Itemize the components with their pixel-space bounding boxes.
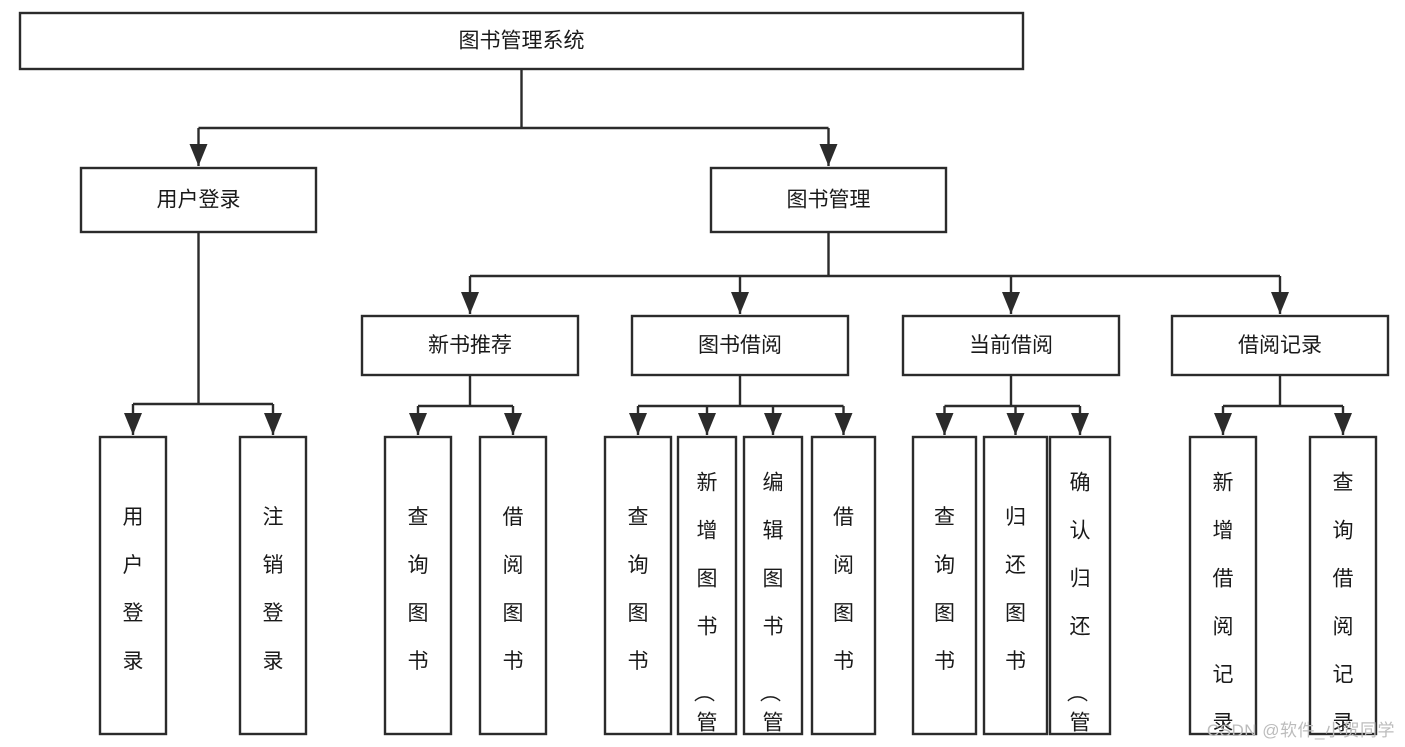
label-layer: 图书管理系统用户登录图书管理新书推荐图书借阅当前借阅借阅记录用户登录注销登录查询… bbox=[123, 30, 1354, 747]
node-label-leaf-borrow-book-1: 借阅图书 bbox=[503, 506, 524, 673]
node-box-borrow-record[interactable] bbox=[1170, 314, 1390, 377]
arrow-head-icon-leaf-borrow-book-2 bbox=[834, 413, 853, 435]
arrow-head-icon-user-login bbox=[189, 144, 208, 166]
node-label-leaf-query-book-3: 查询图书 bbox=[934, 506, 955, 673]
connector-layer bbox=[124, 69, 1352, 435]
arrow-head-icon-leaf-edit-book bbox=[764, 413, 782, 435]
node-box-leaf-query-record[interactable] bbox=[1308, 435, 1378, 736]
node-label-book-manage: 图书管理 bbox=[787, 189, 871, 212]
arrow-head-icon-book-manage bbox=[819, 144, 838, 166]
node-label-current-borrow: 当前借阅 bbox=[969, 334, 1053, 357]
arrow-head-icon-leaf-return-book bbox=[1006, 413, 1025, 435]
node-box-leaf-query-book-3[interactable] bbox=[911, 435, 978, 736]
node-box-leaf-confirm-return[interactable] bbox=[1048, 435, 1112, 736]
node-box-user-login[interactable] bbox=[79, 166, 318, 234]
arrow-head-icon-leaf-logout bbox=[264, 413, 282, 435]
node-box-leaf-query-book-1[interactable] bbox=[383, 435, 453, 736]
arrow-head-icon-leaf-add-book bbox=[698, 413, 716, 435]
node-label-leaf-edit-book: 编辑图书（管理员） bbox=[758, 472, 784, 747]
arrow-head-icon-leaf-add-record bbox=[1214, 413, 1232, 435]
node-box-leaf-user-login[interactable] bbox=[98, 435, 168, 736]
node-label-leaf-user-login: 用户登录 bbox=[123, 506, 144, 673]
node-box-leaf-edit-book[interactable] bbox=[742, 435, 804, 736]
node-box-book-manage[interactable] bbox=[709, 166, 948, 234]
node-label-leaf-query-record: 查询借阅记录 bbox=[1333, 472, 1354, 735]
node-label-leaf-add-book: 新增图书（管理员） bbox=[692, 472, 718, 747]
node-box-leaf-query-book-2[interactable] bbox=[603, 435, 673, 736]
node-box-leaf-borrow-book-1[interactable] bbox=[478, 435, 548, 736]
node-layer bbox=[18, 11, 1390, 736]
arrow-head-icon-leaf-user-login bbox=[124, 413, 142, 435]
node-box-leaf-logout[interactable] bbox=[238, 435, 308, 736]
node-label-leaf-query-book-1: 查询图书 bbox=[408, 506, 429, 673]
node-label-leaf-return-book: 归还图书 bbox=[1005, 506, 1026, 673]
arrow-head-icon-leaf-query-book-2 bbox=[629, 413, 647, 435]
arrow-head-icon-leaf-query-record bbox=[1334, 413, 1352, 435]
node-label-new-book-rec: 新书推荐 bbox=[428, 334, 512, 357]
arrow-head-icon-level3-3 bbox=[1271, 292, 1289, 314]
arrow-head-icon-leaf-confirm-return bbox=[1071, 413, 1089, 435]
node-label-leaf-add-record: 新增借阅记录 bbox=[1213, 472, 1234, 735]
node-label-root: 图书管理系统 bbox=[459, 30, 585, 53]
node-label-leaf-confirm-return: 确认归还（管理员） bbox=[1065, 472, 1091, 747]
node-label-leaf-query-book-2: 查询图书 bbox=[628, 506, 649, 673]
arrow-head-icon-level3-1 bbox=[731, 292, 749, 314]
arrow-head-icon-leaf-borrow-book-1 bbox=[504, 413, 522, 435]
node-label-leaf-logout: 注销登录 bbox=[263, 506, 284, 673]
node-box-leaf-return-book[interactable] bbox=[982, 435, 1049, 736]
node-box-leaf-borrow-book-2[interactable] bbox=[810, 435, 877, 736]
node-box-current-borrow[interactable] bbox=[901, 314, 1121, 377]
node-box-leaf-add-book[interactable] bbox=[676, 435, 738, 736]
node-box-root[interactable] bbox=[18, 11, 1025, 71]
node-box-book-borrow[interactable] bbox=[630, 314, 850, 377]
arrow-head-icon-leaf-query-book-1 bbox=[409, 413, 427, 435]
arrow-head-icon-level3-0 bbox=[461, 292, 479, 314]
arrow-head-icon-level3-2 bbox=[1002, 292, 1020, 314]
node-label-borrow-record: 借阅记录 bbox=[1238, 334, 1322, 357]
node-label-leaf-borrow-book-2: 借阅图书 bbox=[833, 506, 854, 673]
node-label-book-borrow: 图书借阅 bbox=[698, 334, 782, 357]
arrow-head-icon-leaf-query-book-3 bbox=[935, 413, 954, 435]
node-box-new-book-rec[interactable] bbox=[360, 314, 580, 377]
node-box-leaf-add-record[interactable] bbox=[1188, 435, 1258, 736]
node-label-user-login: 用户登录 bbox=[157, 189, 241, 212]
